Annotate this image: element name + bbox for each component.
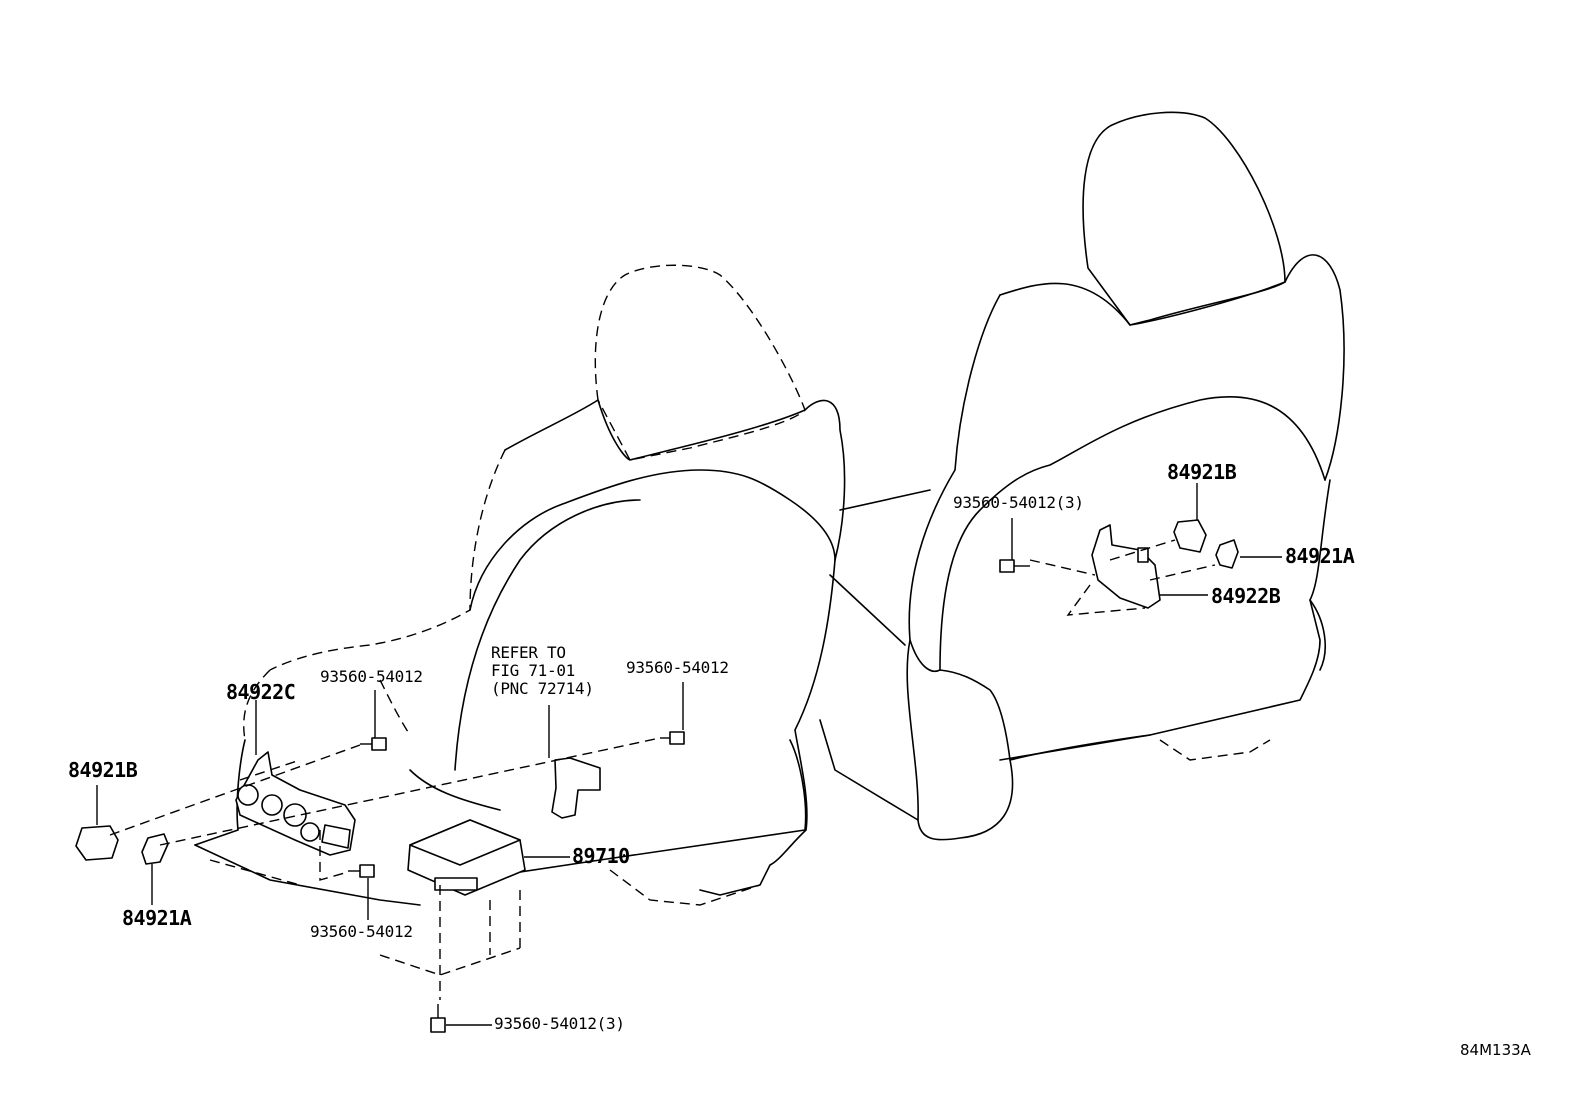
label-screw-bottom: 93560-54012(3) [494, 1014, 625, 1033]
seat-rail-line-3 [819, 719, 919, 821]
assembly-line-right-3 [1149, 564, 1216, 581]
ecu-89710 [407, 819, 526, 896]
knob-84921A-right [1215, 539, 1239, 569]
label-screw-low-left: 93560-54012 [310, 922, 413, 941]
seat-rail-line-2 [829, 574, 906, 646]
left-seat-outline [194, 264, 846, 906]
right-seat-outline [906, 111, 1345, 841]
knob-84921B-right [1173, 519, 1207, 553]
screw-icon-right [999, 559, 1030, 573]
label-refer-note: REFER TO FIG 71-01 (PNC 72714) [491, 643, 594, 698]
label-84921B-left: 84921B [68, 758, 138, 782]
assembly-line-1 [109, 744, 361, 836]
label-screw-right: 93560-54012(3) [953, 493, 1084, 512]
screw-icon-left-mid [660, 731, 685, 745]
label-84921B-right: 84921B [1167, 460, 1237, 484]
bracket-pnc-72714 [551, 757, 601, 819]
label-84921A-right: 84921A [1285, 544, 1355, 568]
switch-bracket-84922B [1091, 524, 1161, 609]
knob-84921A-left [141, 833, 169, 865]
screw-icon-bottom [430, 1004, 446, 1033]
switch-bezel-84922C [235, 751, 356, 856]
label-84921A-left: 84921A [122, 906, 192, 930]
assembly-line-right-1 [1029, 559, 1096, 576]
label-screw-top-mid: 93560-54012 [626, 658, 729, 677]
diagram-code: 84M133A [1460, 1041, 1531, 1059]
screw-icon-left-low [348, 864, 375, 878]
label-84922C: 84922C [226, 680, 296, 704]
assembly-line-5 [379, 885, 521, 1000]
seat-rail-line [839, 489, 931, 511]
knob-84921B-left [75, 825, 119, 861]
label-89710: 89710 [572, 844, 630, 868]
label-84922B: 84922B [1211, 584, 1281, 608]
assembly-line-4 [319, 830, 349, 881]
screw-icon-left-top [360, 737, 387, 751]
assembly-line-right-2 [1109, 539, 1176, 561]
assembly-line-right-4 [1066, 584, 1146, 616]
assembly-line-3 [239, 759, 301, 781]
label-screw-top-left: 93560-54012 [320, 667, 423, 686]
assembly-line-2 [159, 737, 661, 846]
